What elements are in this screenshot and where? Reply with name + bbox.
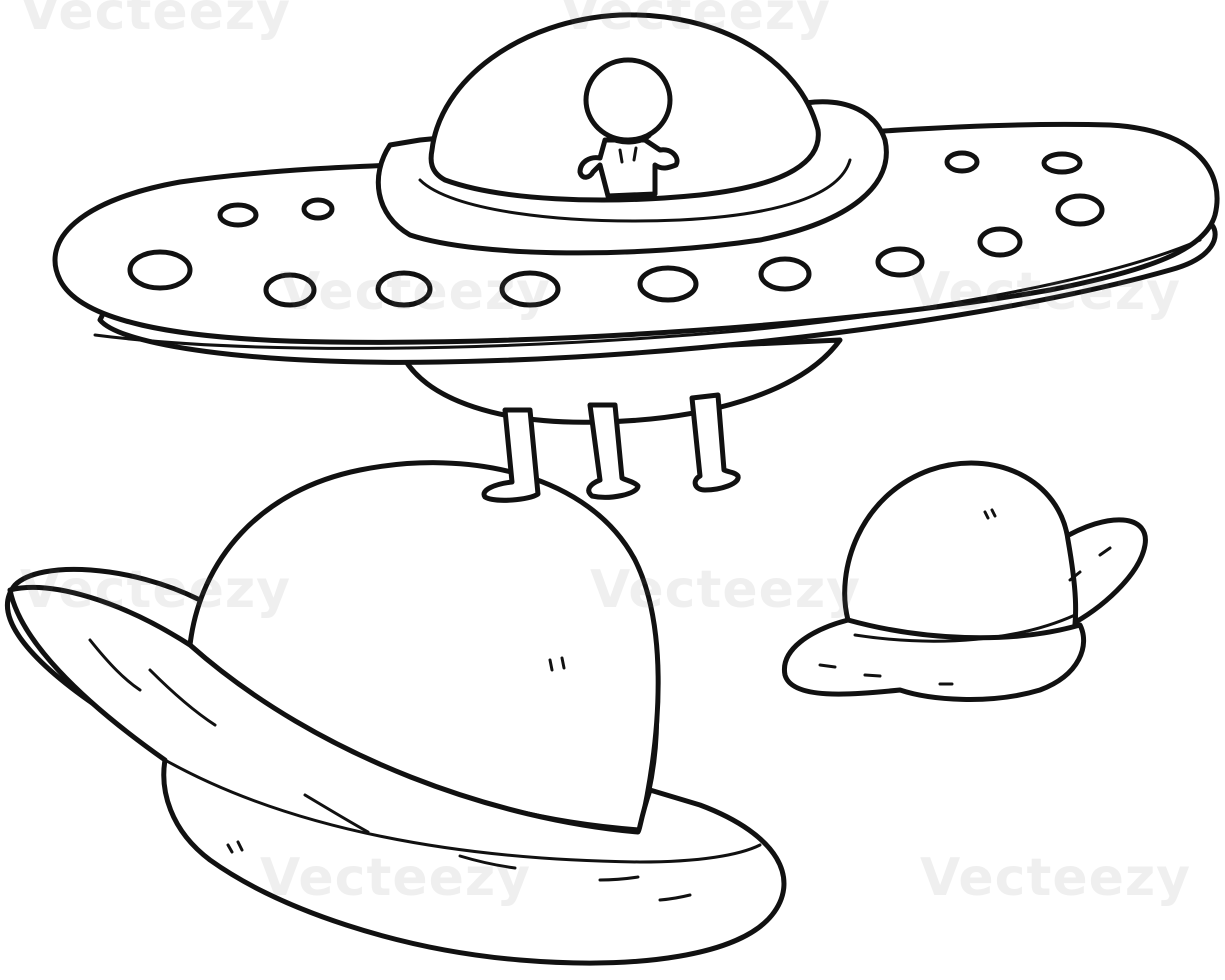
small-planet-ring-band (853, 613, 1077, 643)
large-planet-ring-detail (598, 875, 640, 882)
saucer-leg-right (689, 392, 741, 493)
alien-pilot (577, 57, 680, 199)
large-planet-ring-detail (88, 638, 142, 692)
porthole (758, 256, 812, 292)
alien-body (577, 137, 680, 199)
alien-belt (618, 146, 638, 164)
porthole (944, 150, 980, 174)
alien-head (583, 57, 673, 143)
large-planet-ring-band (163, 758, 762, 864)
large-planet-ring-detail (458, 854, 517, 870)
large-planet-highlight (548, 656, 566, 672)
porthole (375, 270, 433, 308)
porthole (1055, 193, 1105, 227)
small-planet-ring-detail (818, 663, 954, 686)
saucer-leg-middle (586, 402, 641, 500)
large-ringed-planet (4, 460, 787, 966)
saucer-collar-line (418, 158, 852, 223)
large-planet-ring-detail (303, 793, 370, 834)
saucer-rim-line (93, 238, 1202, 350)
porthole (875, 246, 925, 278)
small-ringed-planet (781, 460, 1148, 702)
porthole (1041, 151, 1083, 175)
small-planet-highlight (983, 508, 997, 520)
large-planet-ring-detail (148, 668, 217, 727)
porthole (127, 249, 193, 291)
porthole (263, 272, 317, 308)
porthole (499, 270, 561, 308)
porthole (217, 202, 259, 228)
porthole (301, 197, 335, 221)
saucer-portholes (127, 150, 1105, 308)
large-planet-ring-detail (226, 840, 244, 854)
small-planet-ring-detail (1068, 546, 1112, 582)
porthole (637, 265, 699, 303)
large-planet-ring-front (7, 585, 787, 966)
alien-neck (606, 134, 652, 145)
large-planet-ring-detail (658, 893, 692, 902)
flying-saucer (52, 12, 1220, 503)
porthole (977, 226, 1023, 258)
small-planet-ring-front (781, 617, 1087, 702)
saucer-leg-left (481, 407, 541, 503)
